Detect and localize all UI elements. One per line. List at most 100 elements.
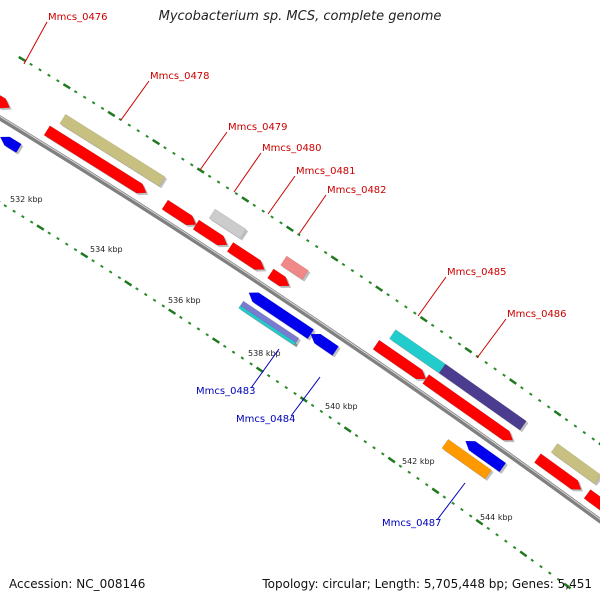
tick-minor <box>266 374 271 378</box>
tick-minor <box>407 470 411 474</box>
tick-minor <box>486 526 491 531</box>
tick-major <box>62 83 71 90</box>
tick-minor <box>354 433 359 438</box>
tick-minor <box>404 305 408 309</box>
tick-minor <box>413 311 417 315</box>
tick-minor <box>275 379 280 384</box>
label-mmcs-0482-leader <box>298 194 327 235</box>
tick-major <box>419 315 428 323</box>
tick-minor <box>439 329 444 334</box>
tick-minor <box>145 134 149 139</box>
gene-mmcs-0486 <box>438 363 527 431</box>
tick-minor <box>323 250 328 255</box>
cds-mmcs-0476 <box>0 94 11 109</box>
cds-left-blue <box>0 136 22 153</box>
tick-minor <box>424 482 429 487</box>
tick-label: 540 kbp <box>325 402 358 411</box>
tick-minor <box>161 304 166 308</box>
tick-major <box>464 346 473 354</box>
tick-minor <box>537 398 542 403</box>
label-mmcs-0481: Mmcs_0481 <box>296 166 356 177</box>
tick-minor <box>279 221 283 225</box>
gene-mmcs-0480 <box>208 208 247 239</box>
tick-minor <box>136 129 141 133</box>
tick-minor <box>398 464 403 468</box>
cds-mmcs-0485 <box>372 339 427 380</box>
label-mmcs-0487: Mmcs_0487 <box>382 518 442 529</box>
map-lines <box>0 115 600 524</box>
tick-minor <box>512 545 517 550</box>
tick-minor <box>363 439 368 444</box>
label-mmcs-0484: Mmcs_0484 <box>236 414 296 425</box>
tick-minor <box>152 298 157 302</box>
cds-mmcs-0486 <box>422 374 514 441</box>
cds-forward-edge <box>583 489 600 511</box>
gene-mmcs-0482 <box>280 255 309 281</box>
tick-major <box>563 582 572 590</box>
label-mmcs-0479: Mmcs_0479 <box>228 122 288 133</box>
tick-minor <box>64 242 69 246</box>
tick-minor <box>284 385 289 390</box>
tick-major <box>18 55 27 63</box>
inner-tick-arc <box>0 201 572 590</box>
label-mmcs-0480-leader <box>233 152 262 193</box>
tick-minor <box>341 262 346 267</box>
tick-minor <box>319 409 324 414</box>
tick-major <box>375 285 384 292</box>
label-mmcs-0478-leader <box>120 80 150 121</box>
tick-minor <box>451 501 455 506</box>
tick-minor <box>416 476 420 481</box>
tick-minor <box>468 514 473 518</box>
genome-info-text: Topology: circular; Length: 5,705,448 bp… <box>262 577 592 591</box>
tick-minor <box>47 73 51 77</box>
tick-minor <box>56 236 60 241</box>
tick-major <box>152 138 161 146</box>
tick-minor <box>539 564 543 569</box>
tick-minor <box>207 174 212 178</box>
gene-mmcs-0487 <box>441 438 492 480</box>
tick-major <box>168 308 177 315</box>
tick-minor <box>143 292 148 297</box>
label-mmcs-0476-leader <box>23 21 48 65</box>
tick-minor <box>249 362 253 366</box>
tick-major <box>475 518 484 526</box>
tick-minor <box>261 209 265 213</box>
tick-minor <box>381 452 385 456</box>
tick-minor <box>100 106 105 111</box>
tick-minor <box>181 157 185 161</box>
tick-minor <box>328 415 332 420</box>
tick-minor <box>12 209 16 213</box>
label-mmcs-0481-leader <box>267 175 296 215</box>
tick-minor <box>179 315 183 320</box>
label-mmcs-0485: Mmcs_0485 <box>447 267 507 278</box>
label-mmcs-0478: Mmcs_0478 <box>150 71 210 82</box>
tick-minor <box>297 233 301 237</box>
tick-major <box>107 110 116 118</box>
cds-mmcs-0480 <box>192 219 228 246</box>
tick-minor <box>82 95 87 99</box>
tick-minor <box>231 350 236 354</box>
tick-minor <box>591 437 596 441</box>
tick-minor <box>493 367 497 371</box>
tick-label: 542 kbp <box>402 457 435 466</box>
tick-minor <box>359 274 364 279</box>
tick-major <box>431 487 440 495</box>
tick-minor <box>430 323 435 328</box>
tick-minor <box>29 220 34 224</box>
label-mmcs-0485-leader <box>417 276 447 317</box>
tick-minor <box>520 386 524 390</box>
tick-major <box>255 366 264 374</box>
tick-minor <box>457 342 462 346</box>
tick-minor <box>547 571 552 575</box>
label-mmcs-0486-leader <box>476 318 507 359</box>
tick-minor <box>56 79 60 83</box>
tick-minor <box>73 248 78 252</box>
tick-minor <box>350 268 355 273</box>
tick-minor <box>502 373 506 377</box>
tick-minor <box>372 446 376 450</box>
cds-mmcs-0483b <box>310 333 339 356</box>
tick-major <box>387 456 396 464</box>
tick-minor <box>240 356 245 360</box>
tick-label: 538 kbp <box>248 349 281 358</box>
